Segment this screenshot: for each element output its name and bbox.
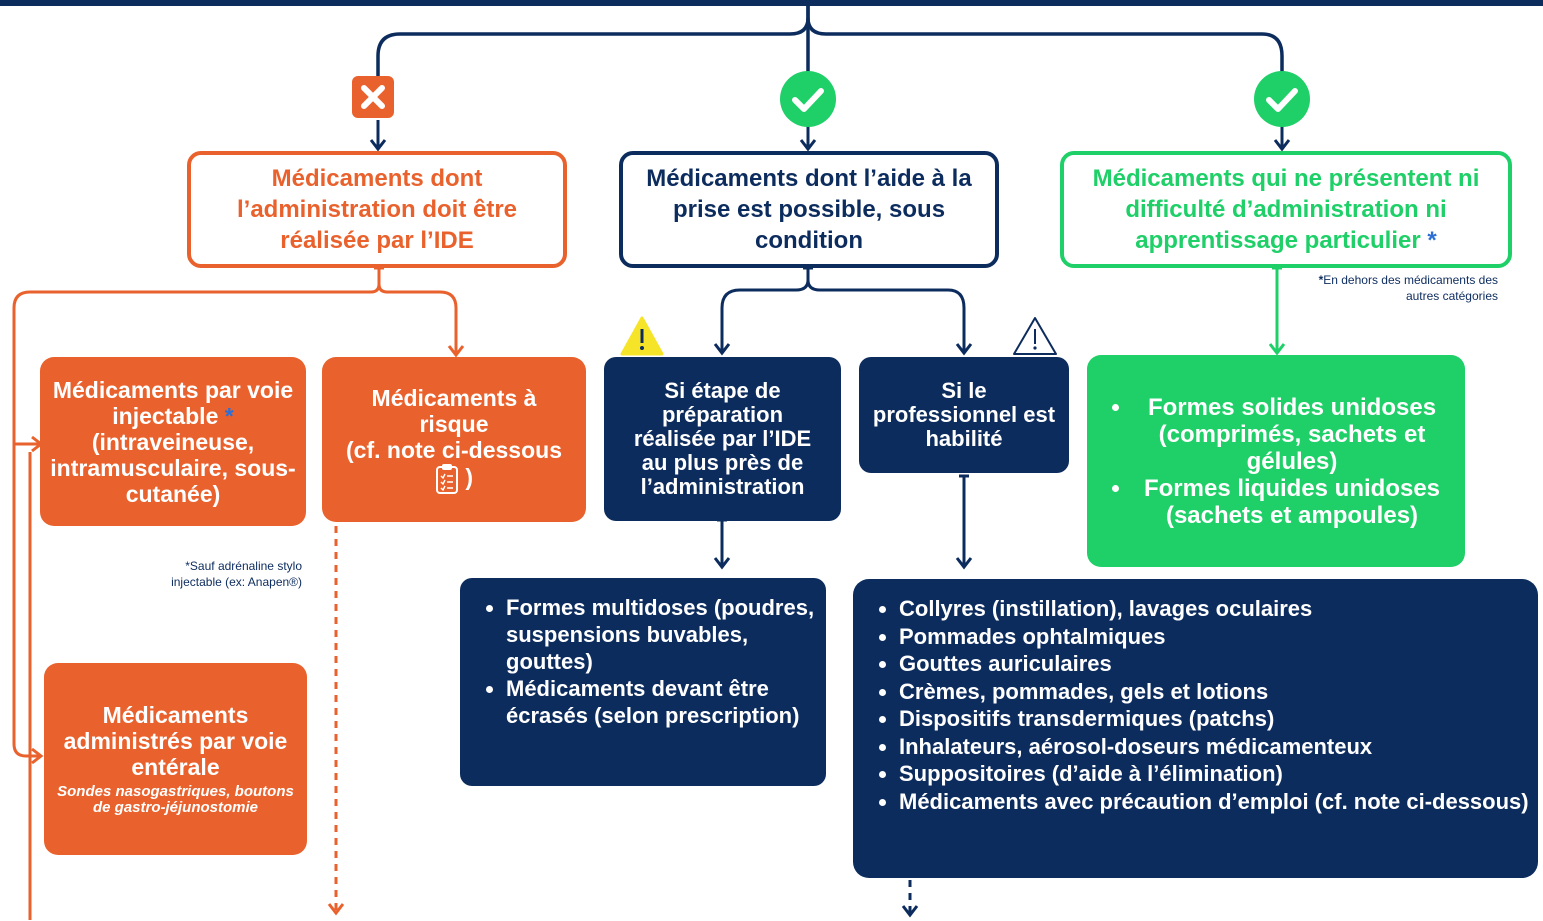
list-item: Pommades ophtalmiques (899, 623, 1529, 651)
risque-wrap: Médicaments à risque (cf. note ci-dessou… (322, 385, 586, 495)
list-item: Médicaments devant être écrasés (selon p… (506, 675, 816, 729)
list-item: Formes solides unidoses (comprimés, sach… (1133, 394, 1451, 475)
top-bar (0, 0, 1543, 6)
warning-outline-icon (1012, 316, 1058, 356)
list-item: Formes liquides unidoses (sachets et amp… (1133, 475, 1451, 529)
category-condition-box: Médicaments dont l’aide à la prise est p… (619, 151, 999, 268)
category-libre-star: * (1427, 227, 1437, 254)
list-item: Collyres (instillation), lavages oculair… (899, 595, 1529, 623)
category-libre-note: *En dehors des médicaments des autres ca… (1294, 272, 1498, 304)
risque-detail: (cf. note ci-dessous (346, 436, 562, 463)
list-item: Crèmes, pommades, gels et lotions (899, 678, 1529, 706)
risque-box: Médicaments à risque (cf. note ci-dessou… (322, 357, 586, 522)
injectable-note: *Sauf adrénaline stylo injectable (ex: A… (171, 559, 302, 589)
note-star: * (1318, 273, 1324, 287)
preparation-label: Si étape de préparation réalisée par l’I… (633, 378, 812, 499)
injectable-box: Médicaments par voie injectable * (intra… (40, 357, 306, 526)
habilite-label: Si le professionnel est habilité (872, 378, 1056, 451)
enterale-box: Médicaments administrés par voie entéral… (44, 663, 307, 855)
habilite-box: Si le professionnel est habilité (859, 357, 1069, 473)
enterale-detail: Sondes nasogastriques, boutons de gastro… (57, 783, 294, 816)
category-libre-title: Médicaments qui ne présentent ni difficu… (1092, 165, 1480, 254)
category-libre-title-wrap: Médicaments qui ne présentent ni difficu… (1064, 163, 1508, 256)
category-ide-title: Médicaments dont l’administration doit ê… (236, 165, 518, 254)
x-icon (350, 74, 396, 120)
trunk-left (376, 0, 810, 78)
list-item: Médicaments avec précaution d’emploi (cf… (899, 788, 1529, 816)
injectable-star: * (224, 402, 234, 429)
preparation-box: Si étape de préparation réalisée par l’I… (604, 357, 841, 521)
clipboard-icon (435, 463, 459, 495)
risque-label: Médicaments à risque (371, 384, 537, 437)
habilite-list-box: Collyres (instillation), lavages oculair… (853, 579, 1538, 878)
libre-list: Formes solides unidoses (comprimés, sach… (1087, 394, 1465, 529)
category-libre-box: Médicaments qui ne présentent ni difficu… (1060, 151, 1512, 268)
habilite-list: Collyres (instillation), lavages oculair… (853, 595, 1535, 815)
enterale-wrap: Médicaments administrés par voie entéral… (44, 702, 307, 816)
warning-icon (620, 316, 664, 356)
risque-detail-line: (cf. note ci-dessous ) (336, 437, 572, 495)
list-item: Inhalateurs, aérosol-doseurs médicamente… (899, 733, 1529, 761)
libre-list-box: Formes solides unidoses (comprimés, sach… (1087, 355, 1465, 567)
category-ide-box: Médicaments dont l’administration doit ê… (187, 151, 567, 268)
preparation-list-box: Formes multidoses (poudres, suspensions … (460, 578, 826, 786)
list-item: Gouttes auriculaires (899, 650, 1529, 678)
injectable-detail: (intraveineuse, intramusculaire, sous-cu… (50, 428, 296, 507)
injectable-label: Médicaments par voie injectable (52, 376, 294, 429)
check-circle-icon (779, 70, 837, 128)
list-item: Suppositoires (d’aide à l’élimination) (899, 760, 1529, 788)
trunk-right (806, 0, 1284, 78)
category-condition-title: Médicaments dont l’aide à la prise est p… (646, 165, 972, 254)
list-item: Dispositifs transdermiques (patchs) (899, 705, 1529, 733)
injectable-label-wrap: Médicaments par voie injectable * (intra… (40, 377, 306, 507)
check-circle-icon (1253, 70, 1311, 128)
list-item: Formes multidoses (poudres, suspensions … (506, 594, 816, 675)
note-text: En dehors des médicaments des autres cat… (1323, 273, 1498, 303)
preparation-list: Formes multidoses (poudres, suspensions … (460, 594, 826, 729)
risque-detail-end: ) (465, 463, 474, 490)
enterale-label: Médicaments administrés par voie entéral… (63, 702, 288, 780)
